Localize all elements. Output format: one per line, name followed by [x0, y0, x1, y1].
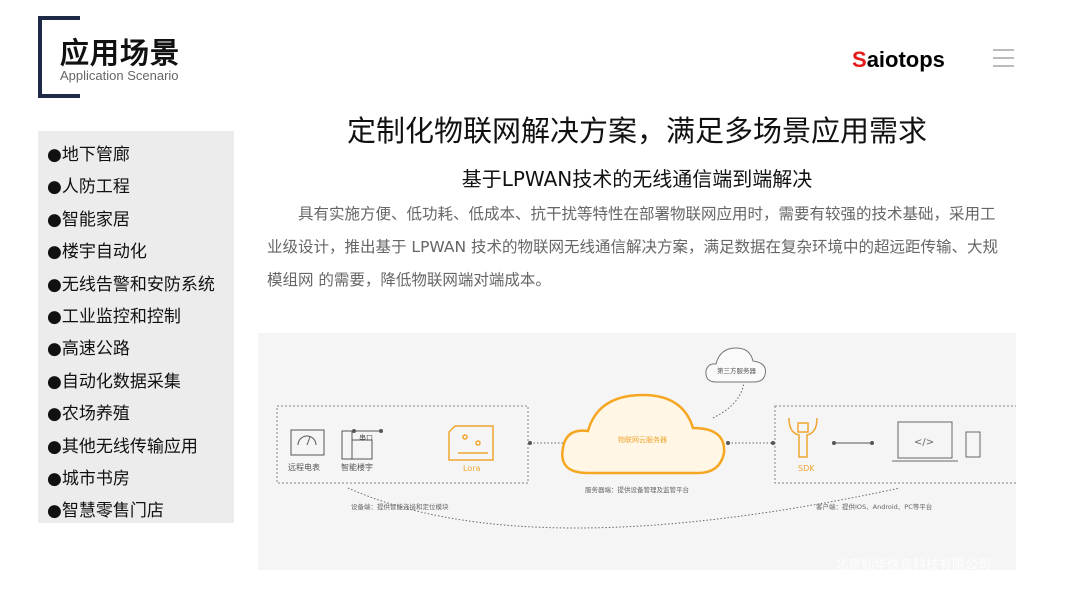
description-paragraph: 具有实施方便、低功耗、低成本、抗干扰等特性在部署物联网应用时，需要有较强的技术基… [267, 205, 999, 289]
sidebar-item[interactable]: ●智能家居 [47, 209, 130, 230]
meter-icon [290, 429, 325, 456]
watermark: 北京灿华信息科技有限公司 [835, 558, 992, 573]
sidebar-scenario-list: ●地下管廊 ●人防工程 ●智能家居 ●楼宇自动化 ●无线告警和安防系统 ●工业监… [38, 131, 234, 523]
logo-initial: S [852, 47, 867, 72]
page-subtitle: Application Scenario [60, 68, 183, 83]
third-party-cloud-icon [705, 347, 766, 383]
sidebar-item[interactable]: ●城市书房 [47, 469, 130, 490]
laptop-code-icon [892, 421, 958, 462]
sdk-label: SDK [798, 464, 815, 473]
device-caption: 设备端：提供智能连接和定位模块 [351, 502, 449, 511]
header-bracket [38, 16, 80, 98]
sidebar-item[interactable]: ●无线告警和安防系统 [47, 274, 215, 295]
main-subheading: 基于LPWAN技术的无线通信端到端解决 [461, 167, 813, 191]
server-caption: 服务器端：提供设备管理及监管平台 [585, 485, 689, 494]
sidebar-item[interactable]: ●农场养殖 [47, 404, 130, 425]
third-party-label: 第三方服务器 [717, 366, 757, 375]
lora-chip-icon [448, 425, 494, 461]
building-label: 智能楼宇 [341, 462, 373, 472]
cloud-server-icon [561, 393, 726, 475]
sidebar-item[interactable]: ●其他无线传输应用 [47, 436, 198, 457]
sidebar-item[interactable]: ●自动化数据采集 [47, 371, 181, 392]
code-label: </> [914, 437, 934, 448]
sidebar-item[interactable]: ●工业监控和控制 [47, 307, 181, 328]
page-title: 应用场景 [60, 30, 185, 72]
brand-logo[interactable]: Saiotops [852, 47, 945, 73]
meter-label: 远程电表 [288, 462, 320, 472]
sidebar-item[interactable]: ●地下管廊 [47, 145, 130, 165]
building-icon [341, 430, 373, 460]
menu-icon[interactable] [993, 49, 1014, 73]
sidebar-item[interactable]: ●楼宇自动化 [47, 242, 147, 263]
client-box [774, 405, 1028, 484]
sidebar-item[interactable]: ●智慧零售门店 [47, 501, 164, 522]
architecture-diagram: 远程电表 智能楼宇 串口 Lora 物联网云服务器 第三方服务器 SDK </>… [258, 333, 1028, 570]
sidebar-item[interactable]: ●高速公路 [47, 339, 130, 360]
main-heading: 定制化物联网解决方案，满足多场景应用需求 [346, 114, 927, 148]
client-caption: 客户端：提供IOS、Android、PC等平台 [816, 502, 932, 511]
cloud-label: 物联网云服务器 [618, 435, 667, 444]
device-box [276, 405, 529, 484]
sidebar-item[interactable]: ●人防工程 [47, 177, 130, 198]
serial-label: 串口 [359, 434, 373, 442]
lora-label: Lora [463, 464, 481, 473]
mobile-chart-icon [965, 431, 981, 458]
sdk-wrench-icon [788, 417, 818, 458]
logo-text: aiotops [866, 47, 945, 72]
